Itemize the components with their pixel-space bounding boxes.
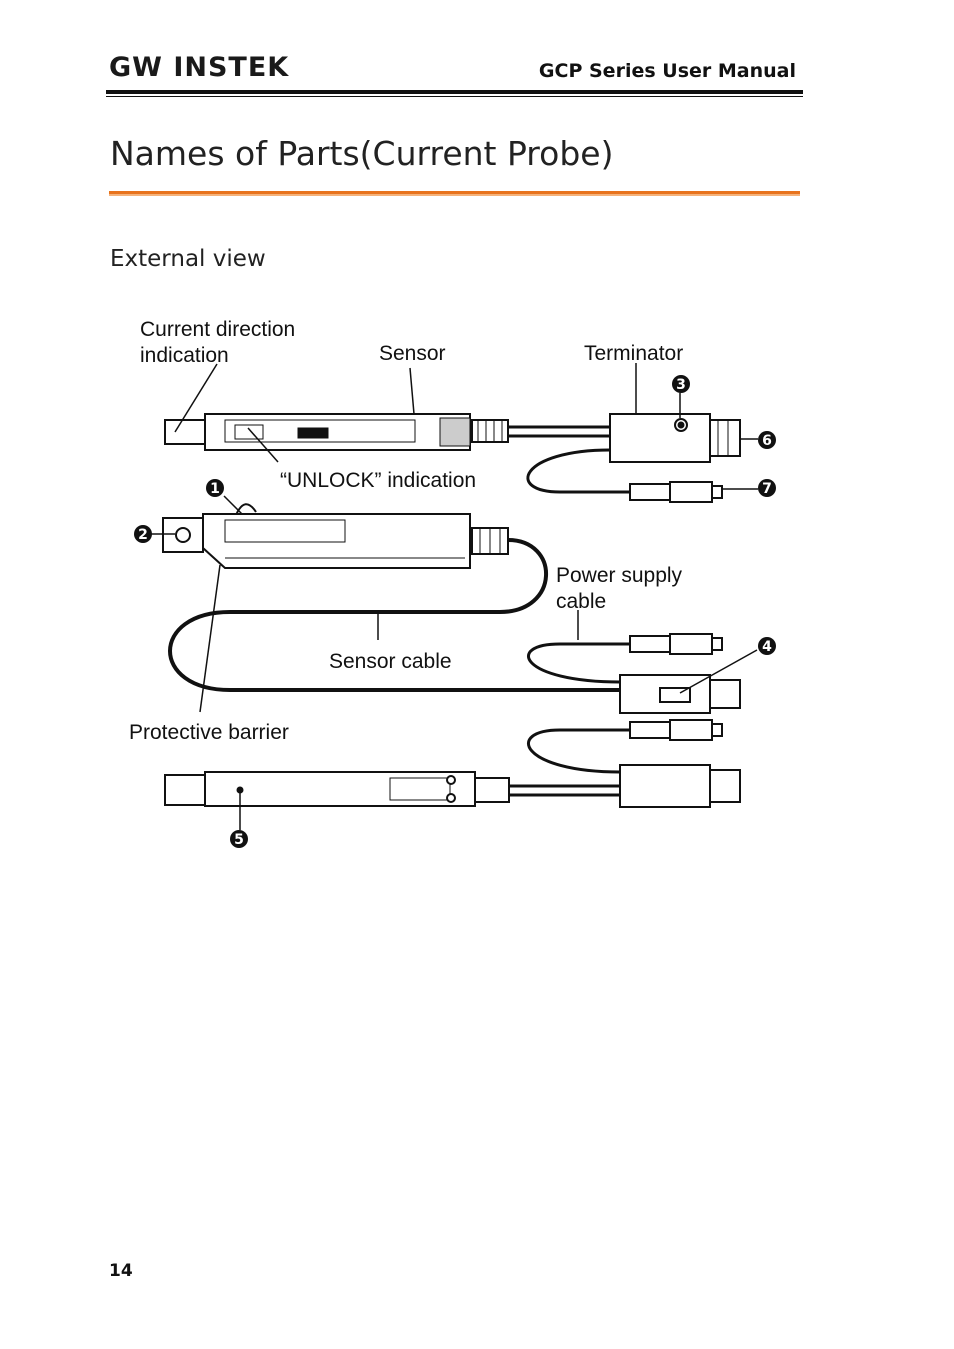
strain-relief [471,419,509,443]
probe-tip-3 [164,774,206,806]
header-rule-thin [106,96,803,97]
callout-5: 5 [230,830,248,848]
callout-2-label: 2 [138,527,148,543]
middle-probe [162,503,741,714]
terminator-body [609,413,711,463]
probe-tip [164,419,206,445]
label-terminator: Terminator [584,342,683,365]
callout-3: 3 [672,375,690,393]
page-number: 14 [109,1261,133,1281]
brand-logo: GW INSTEK [109,52,290,83]
sensor-cable [168,538,620,692]
section-heading: External view [110,246,266,272]
top-probe [164,413,741,503]
callout-6-label: 6 [762,433,772,449]
leader-lines [151,363,758,830]
callout-1-label: 1 [210,481,220,497]
sensor-body-3 [204,771,476,807]
label-sensor: Sensor [379,342,446,365]
callout-7: 7 [758,479,776,497]
label-sensor-cable: Sensor cable [329,650,452,673]
terminator-body-3 [619,764,711,808]
callout-6: 6 [758,431,776,449]
callout-4-label: 4 [762,639,772,655]
label-protective-barrier: Protective barrier [129,721,289,744]
title-underline [109,191,800,194]
sensor-body [204,413,471,451]
label-power-supply-1: Power supply [556,564,683,587]
callout-4: 4 [758,637,776,655]
lever [235,503,257,516]
manual-title: GCP Series User Manual [538,60,796,82]
terminator-connector [709,419,741,457]
page-title: Names of Parts(Current Probe) [110,134,614,173]
title-underline-shadow [109,194,800,196]
label-unlock: “UNLOCK” indication [280,469,476,492]
callout-7-label: 7 [762,481,772,497]
callout-5-label: 5 [234,832,244,848]
header-rule [106,90,803,94]
label-current-direction-2: indication [140,344,229,367]
callout-1: 1 [206,479,224,497]
callout-2: 2 [134,525,152,543]
label-power-supply-2: cable [556,590,606,613]
label-current-direction-1: Current direction [140,318,295,341]
bottom-probe [164,719,741,808]
sensor-body-open [202,513,471,569]
callout-3-label: 3 [676,377,686,393]
